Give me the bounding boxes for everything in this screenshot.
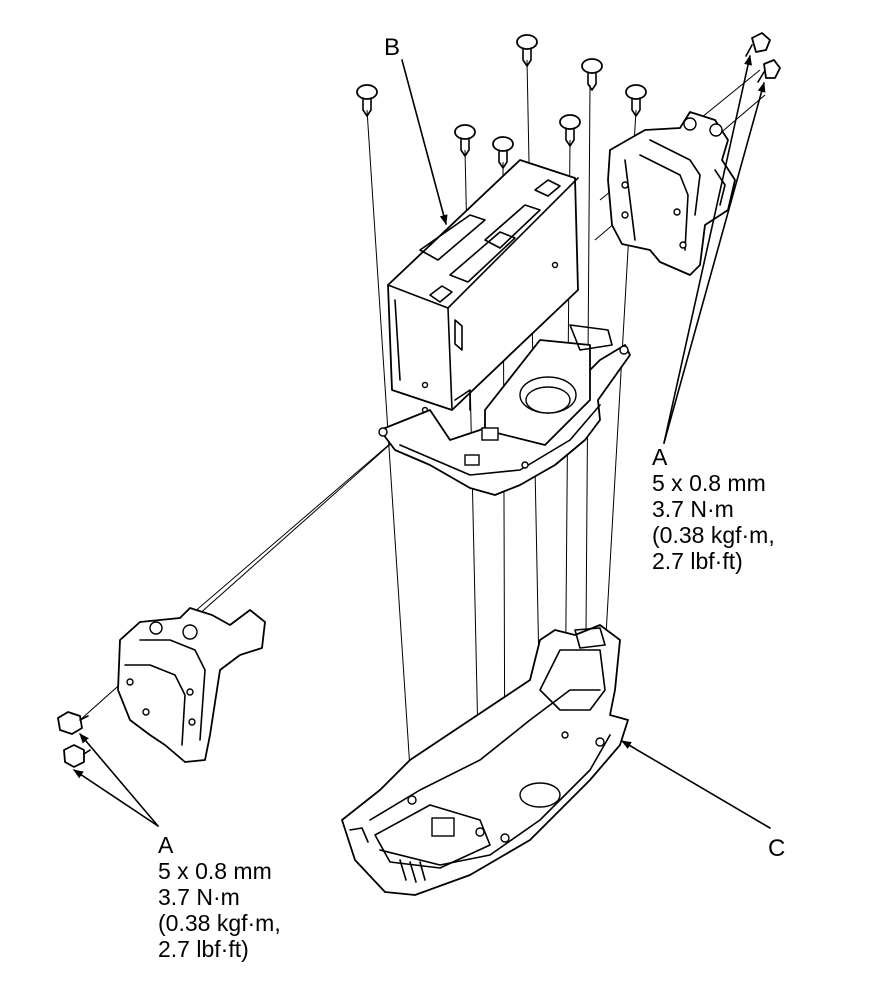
screw — [581, 58, 603, 91]
callout-torque-kgf: (0.38 kgf·m, — [652, 522, 775, 548]
leader-arrows — [73, 55, 771, 829]
bolt — [745, 32, 771, 57]
callout-torque-kgf: (0.38 kgf·m, — [158, 910, 281, 936]
callout-a-right: A 5 x 0.8 mm 3.7 N·m (0.38 kgf·m, 2.7 lb… — [652, 444, 775, 574]
screw-set-vertical — [356, 34, 647, 169]
left-mounting-bracket — [117, 607, 266, 763]
screw — [559, 114, 581, 147]
callout-letter: A — [652, 444, 668, 470]
right-mounting-bracket — [607, 111, 736, 276]
screw — [356, 84, 378, 117]
leader-a-right-1 — [663, 55, 752, 444]
leader-a-right-2 — [663, 82, 766, 444]
leader-c — [621, 740, 771, 829]
leader-b — [401, 59, 448, 225]
upper-mounting-plate — [378, 324, 631, 496]
label-c: C — [768, 835, 786, 862]
bolt — [757, 59, 781, 83]
callout-size: 5 x 0.8 mm — [652, 470, 766, 496]
callout-torque-nm: 3.7 N·m — [158, 884, 240, 910]
screw — [454, 124, 476, 157]
bolt — [57, 711, 89, 735]
label-b: B — [384, 34, 401, 61]
callout-torque-lbf: 2.7 lbf·ft) — [158, 936, 249, 962]
screw — [625, 84, 647, 117]
callout-letter: A — [158, 832, 174, 858]
screw — [492, 136, 514, 169]
callout-torque-lbf: 2.7 lbf·ft) — [652, 548, 743, 574]
callout-a-left: A 5 x 0.8 mm 3.7 N·m (0.38 kgf·m, 2.7 lb… — [158, 832, 281, 962]
bolt — [63, 744, 91, 768]
screw — [516, 34, 538, 67]
callout-torque-nm: 3.7 N·m — [652, 496, 734, 522]
callout-size: 5 x 0.8 mm — [158, 858, 272, 884]
leader-a-left-1 — [79, 733, 159, 827]
bolt-set-right — [745, 32, 781, 83]
leader-a-left-2 — [73, 769, 159, 827]
bolt-set-left — [57, 711, 91, 768]
base-tray-c — [341, 624, 629, 896]
